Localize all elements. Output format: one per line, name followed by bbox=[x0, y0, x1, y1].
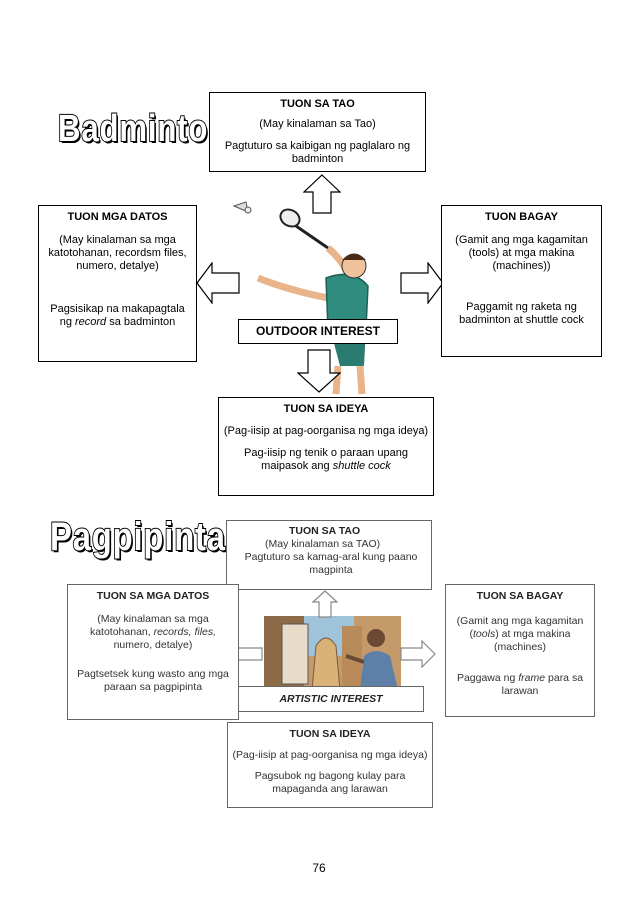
painter-photo bbox=[264, 616, 401, 690]
arrow-up-icon bbox=[312, 590, 338, 618]
page-number: 76 bbox=[312, 861, 326, 875]
box-body: Pagtsetsek kung wasto ang mga paraan sa … bbox=[77, 668, 229, 693]
box-heading: TUON SA MGA DATOS bbox=[96, 590, 210, 602]
box-subheading: (Gamit ang mga kagamitan (tools) at mga … bbox=[455, 234, 588, 272]
box-subheading: (Pag-iisip at pag-oorganisa ng mga ideya… bbox=[232, 749, 428, 761]
badminton-box-tuon-bagay: TUON BAGAY (Gamit ang mga kagamitan (too… bbox=[441, 205, 602, 357]
box-body-text-end: para sa larawan bbox=[501, 672, 584, 697]
box-subheading-text: (May kinalaman sa mga katotohanan, bbox=[89, 613, 209, 638]
badminton-title: Badminton bbox=[57, 107, 229, 151]
box-body-emphasis: shuttle cock bbox=[332, 460, 391, 472]
box-heading: TUON SA BAGAY bbox=[476, 590, 564, 602]
box-heading: TUON SA TAO bbox=[289, 525, 361, 537]
pagpipinta-box-tuon-sa-tao: TUON SA TAO (May kinalaman sa TAO) Pagtu… bbox=[226, 520, 432, 590]
box-subheading-text: (Gamit ang mga kagamitan ( bbox=[456, 615, 584, 640]
box-body-emphasis: frame bbox=[518, 672, 546, 684]
box-body: Paggamit ng raketa ng badminton at shutt… bbox=[459, 301, 584, 326]
arrow-left-icon bbox=[196, 262, 240, 304]
shuttlecock-icon bbox=[232, 201, 252, 214]
box-subheading: (Pag-iisip at pag-oorganisa ng mga ideya… bbox=[223, 425, 429, 437]
pagpipinta-title: Pagpipinta bbox=[49, 514, 226, 560]
box-heading: TUON SA IDEYA bbox=[289, 728, 371, 740]
pagpipinta-center-label: ARTISTIC INTEREST bbox=[238, 686, 424, 712]
arrow-right-icon bbox=[400, 262, 444, 304]
badminton-center-label: OUTDOOR INTEREST bbox=[238, 319, 398, 344]
box-heading: TUON MGA DATOS bbox=[67, 211, 168, 223]
racket-icon bbox=[279, 208, 329, 250]
arrow-up-icon bbox=[303, 174, 341, 214]
box-body-text: Paggawa ng bbox=[456, 672, 519, 684]
box-body: Pagtuturo sa kamag-aral kung paano magpi… bbox=[244, 551, 418, 576]
box-subheading: (May kinalaman sa mga katotohanan, recor… bbox=[48, 234, 187, 272]
badminton-box-tuon-sa-ideya: TUON SA IDEYA (Pag-iisip at pag-oorganis… bbox=[218, 397, 434, 496]
box-subheading-text-end: numero, detalye) bbox=[113, 639, 193, 651]
box-subheading: (Gamit ang mga kagamitan (tools) at mga … bbox=[450, 615, 590, 654]
box-body-emphasis: record bbox=[75, 316, 107, 328]
box-heading: TUON BAGAY bbox=[485, 211, 558, 223]
pagpipinta-box-tuon-sa-mga-datos: TUON SA MGA DATOS (May kinalaman sa mga … bbox=[67, 584, 239, 720]
box-subheading-emphasis: records, files, bbox=[153, 626, 217, 638]
pagpipinta-box-tuon-sa-ideya: TUON SA IDEYA (Pag-iisip at pag-oorganis… bbox=[227, 722, 433, 808]
box-body: Pagsisikap na makapagtala ng record sa b… bbox=[43, 303, 192, 329]
box-body-text-end: sa badminton bbox=[106, 316, 176, 328]
box-body: Pag-iisip ng tenik o paraan upang maipas… bbox=[223, 447, 429, 473]
arrow-down-icon bbox=[297, 349, 341, 393]
arrow-right-icon bbox=[400, 640, 436, 668]
box-heading: TUON SA IDEYA bbox=[283, 403, 369, 415]
box-body-text: Pagsisikap na makapagtala ng bbox=[50, 303, 185, 328]
box-subheading-emphasis: tools bbox=[473, 628, 496, 640]
box-subheading: (May kinalaman sa TAO) bbox=[265, 538, 381, 550]
box-heading: TUON SA TAO bbox=[280, 98, 355, 110]
box-body: Paggawa ng frame para sa larawan bbox=[450, 672, 590, 698]
box-subheading-text-end: ) at mga makina (machines) bbox=[494, 628, 571, 653]
box-body: Pagsubok ng bagong kulay para mapaganda … bbox=[254, 770, 406, 795]
badminton-box-tuon-sa-tao: TUON SA TAO (May kinalaman sa Tao) Pagtu… bbox=[209, 92, 426, 172]
box-body-text: Pag-iisip ng tenik o paraan upang maipas… bbox=[244, 447, 408, 472]
pagpipinta-box-tuon-sa-bagay: TUON SA BAGAY (Gamit ang mga kagamitan (… bbox=[445, 584, 595, 717]
box-body: Pagtuturo sa kaibigan ng paglalaro ng ba… bbox=[224, 140, 411, 165]
box-subheading: (May kinalaman sa Tao) bbox=[259, 118, 376, 130]
box-subheading: (May kinalaman sa mga katotohanan, recor… bbox=[72, 613, 234, 652]
badminton-box-tuon-mga-datos: TUON MGA DATOS (May kinalaman sa mga kat… bbox=[38, 205, 197, 362]
